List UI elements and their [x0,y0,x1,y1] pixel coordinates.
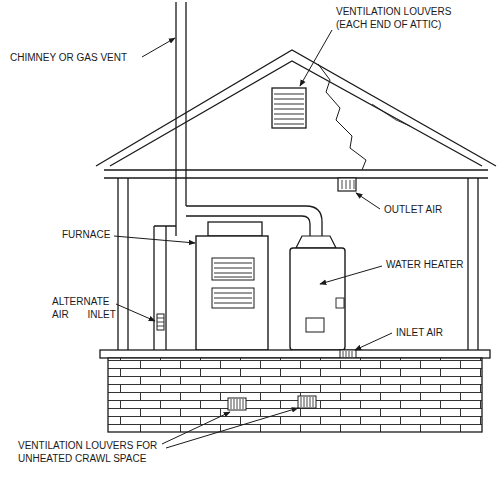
furnace-part [208,222,262,236]
water-heater-part [290,248,345,350]
foundation-wall-part [108,358,482,432]
house-walls-part [118,178,128,350]
callout-label: WATER HEATER [386,259,464,272]
water-heater-part [306,318,324,332]
foundation-wall [108,358,482,432]
leader-lines-part [356,193,380,209]
callout-label: VENTILATION LOUVERS (EACH END OF ATTIC) [336,6,460,31]
foundation-wall-part [231,399,243,409]
outlet-air-vent [338,178,356,191]
alternate-air-duct [154,226,176,350]
callout-label: OUTLET AIR [384,204,442,217]
leader-lines-part [166,408,298,448]
furnace-part [196,236,268,350]
roof-part [110,61,482,166]
water-heater-part [336,298,344,308]
chimney-vent-part [176,2,186,236]
floor [100,350,490,358]
furnace [196,222,268,350]
alternate-air-duct-part [154,226,176,350]
roof-part [96,50,496,166]
outlet-air-vent-part [338,178,356,191]
roof-part [372,104,410,126]
house-walls [118,178,478,350]
foundation-wall-part [228,398,246,410]
attic-louvers-part [272,88,306,128]
leader-lines-part [142,38,175,57]
callout-label: FURNACE [62,229,110,242]
roof [96,50,496,170]
leader-lines-part [116,304,155,321]
attic-louvers-part [274,94,304,124]
furnace-part [212,258,254,280]
alternate-air-duct-part [157,318,164,326]
callout-label: VENTILATION LOUVERS FOR UNHEATED CRAWL S… [18,440,168,465]
ceiling-part [104,170,488,178]
foundation-wall-part [301,397,313,407]
water-heater-part [296,236,336,248]
house-walls-part [468,178,478,350]
callout-label: CHIMNEY OR GAS VENT [10,52,127,65]
callout-label: INLET AIR [396,327,443,340]
roof-part [318,64,366,170]
leader-lines-part [355,333,392,350]
floor-part [340,350,356,358]
leader-lines-part [320,266,382,284]
outlet-air-vent-part [342,180,354,189]
leader-lines-part [114,236,195,243]
foundation-wall-part [298,396,316,408]
chimney-vent [176,2,322,236]
attic-louvers [272,88,306,128]
leader-lines [114,30,392,448]
floor-part [343,351,352,357]
furnace-part [214,263,252,277]
furnace-part [212,288,254,308]
floor-part [100,350,490,358]
furnace-part [214,293,252,303]
leader-lines-part [300,30,332,86]
water-heater [290,236,345,350]
alternate-air-duct-part [157,314,164,330]
chimney-vent-part [186,206,322,236]
ceiling [104,170,488,178]
callout-label: ALTERNATE AIR INLET [52,296,116,321]
